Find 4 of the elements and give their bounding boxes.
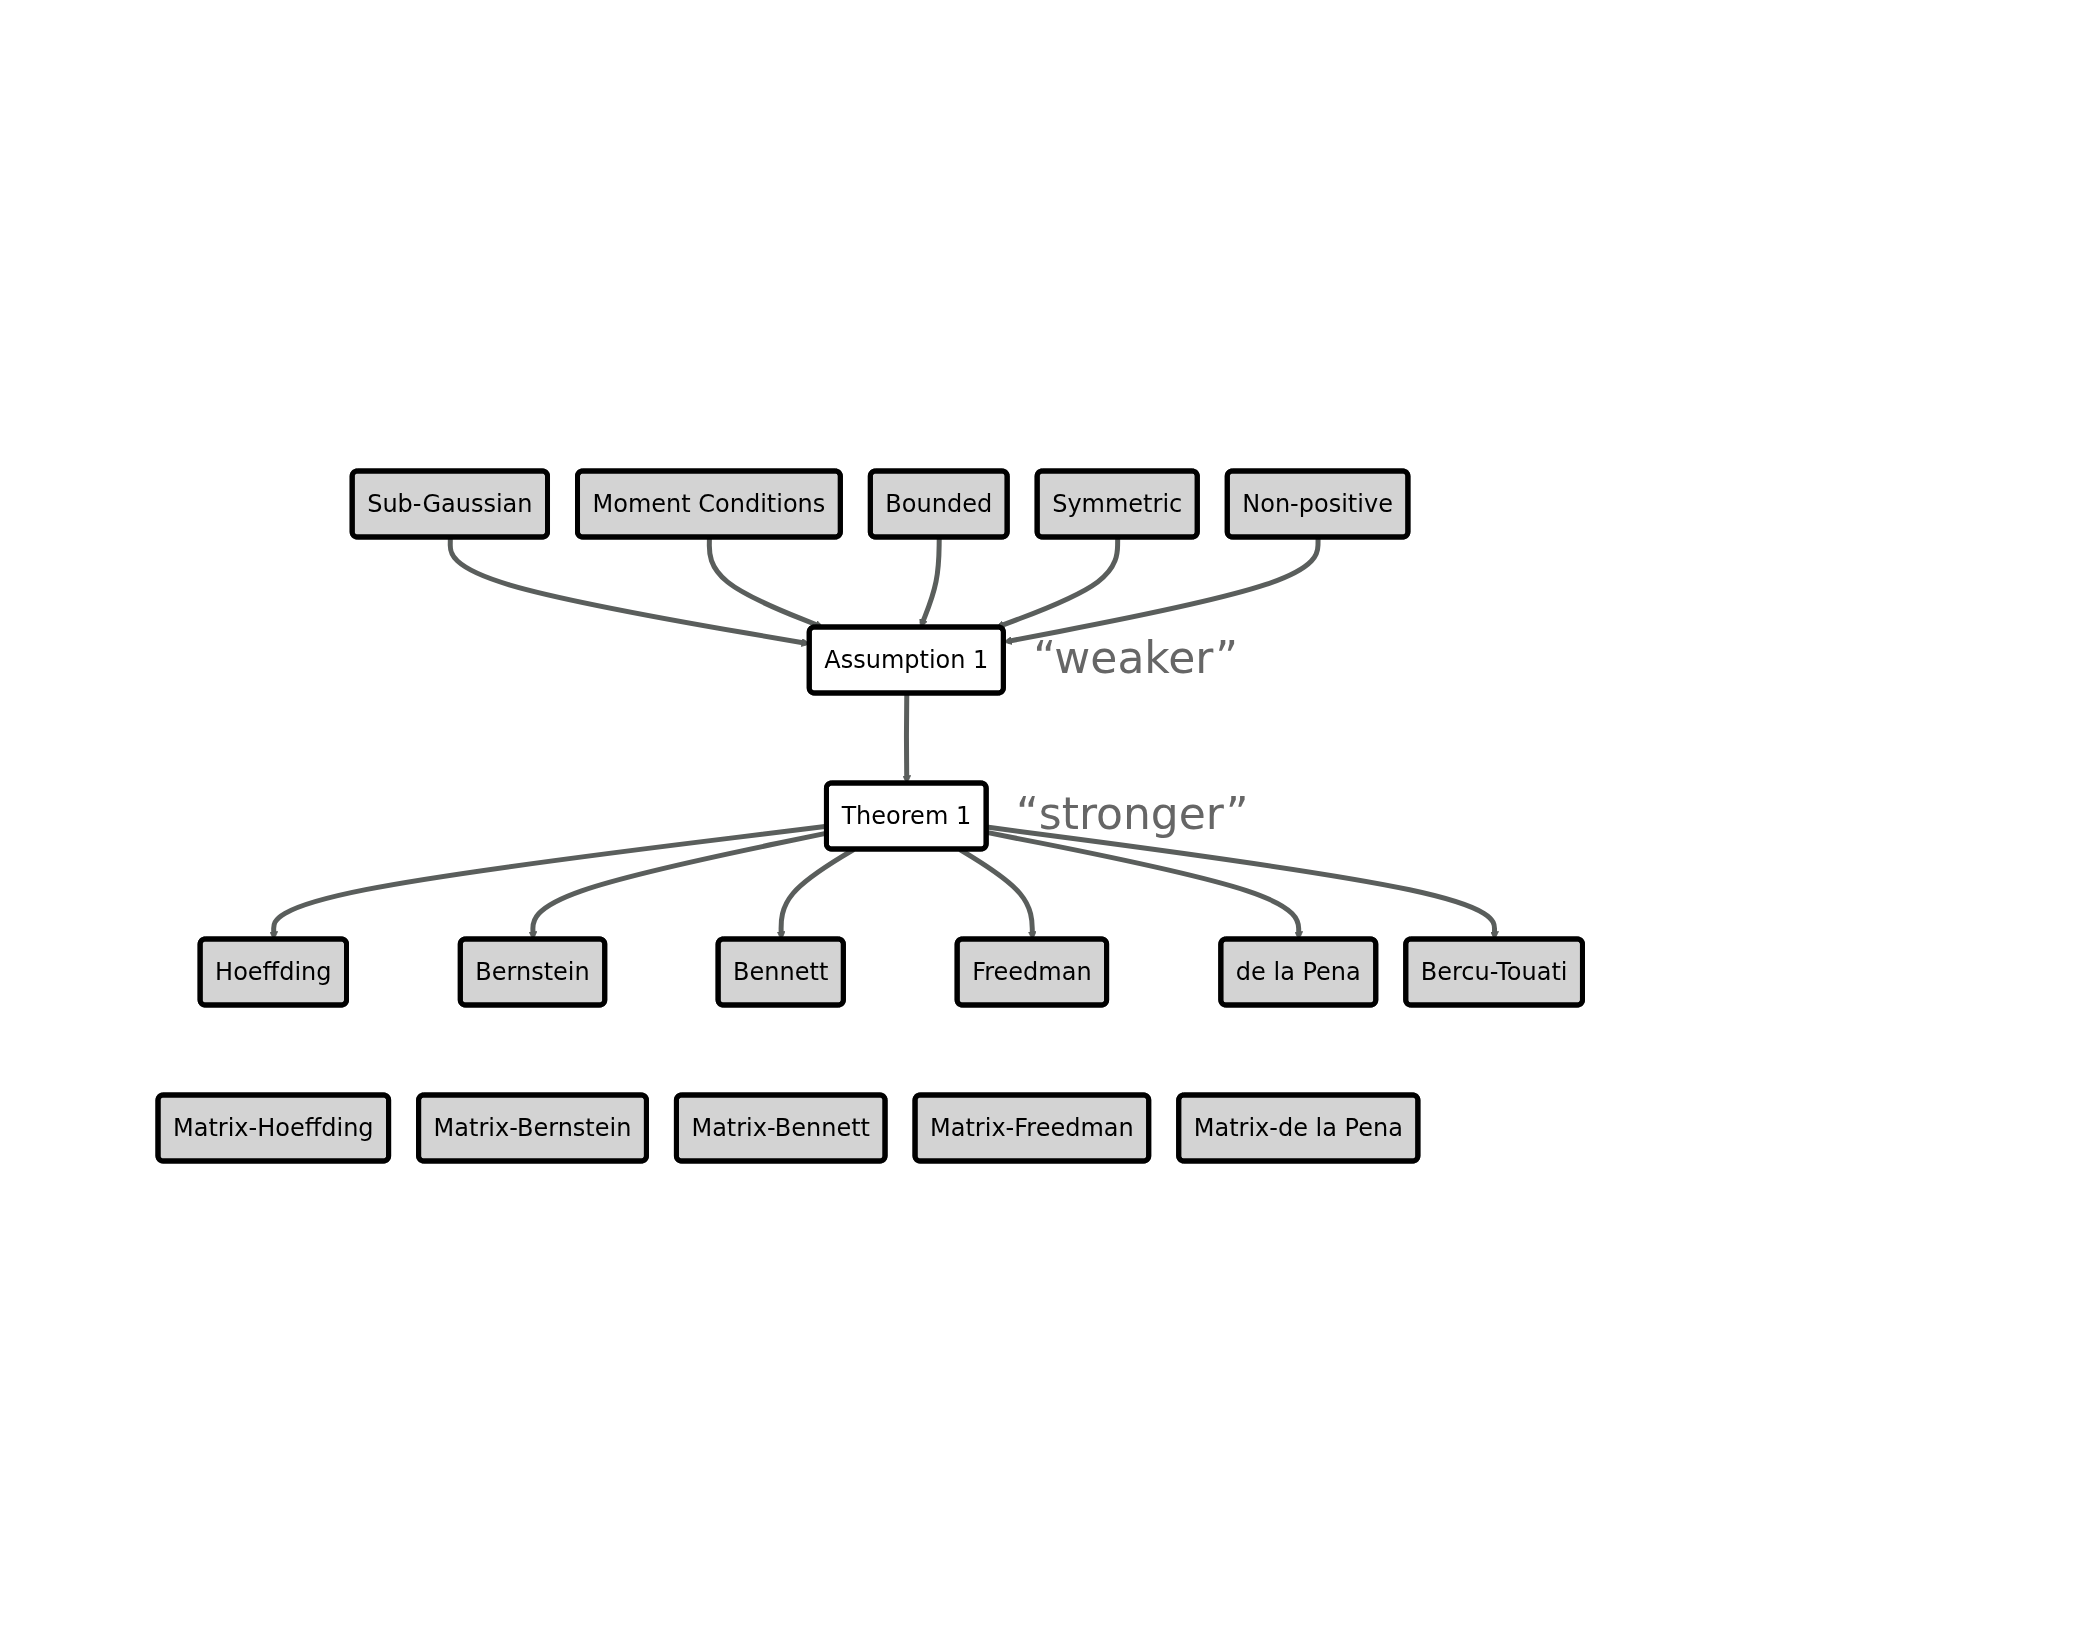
node-caption: “stronger” bbox=[1015, 788, 1249, 839]
arrow bbox=[919, 537, 942, 628]
node-caption: “weaker” bbox=[1033, 632, 1239, 683]
arrow bbox=[902, 693, 911, 784]
